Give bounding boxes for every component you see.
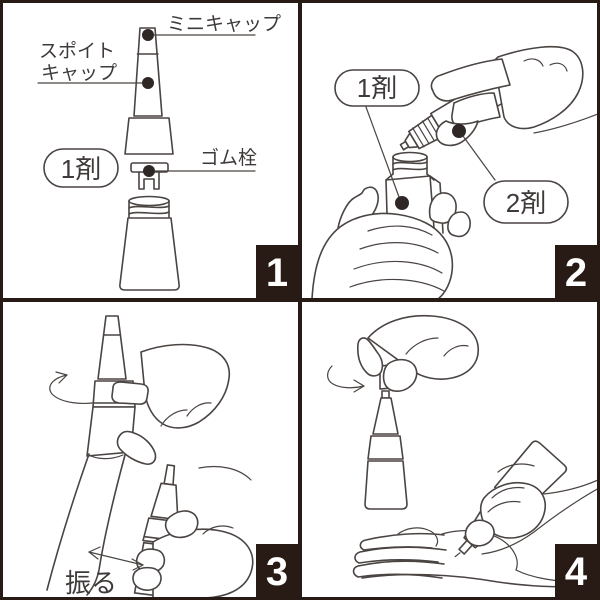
step-2-illustration: 1剤 2剤 2 xyxy=(311,45,597,298)
step-number: 2 xyxy=(565,251,587,295)
left-arm-illustration xyxy=(46,453,126,596)
step-3-illustration: 振る 3 xyxy=(46,315,298,597)
dropper-cap-label-line2: キャップ xyxy=(41,62,117,84)
callout-dot xyxy=(395,196,409,210)
callout-mini-cap: ミニキャップ xyxy=(142,13,281,41)
agent1-label: 1剤 xyxy=(357,73,397,103)
panel-step-3: 振る 3 xyxy=(3,302,298,597)
step-number: 4 xyxy=(565,550,588,594)
agent2-label: 2剤 xyxy=(506,188,546,218)
twist-off-arrow-icon xyxy=(327,365,365,393)
step-4-illustration: 4 xyxy=(327,314,597,597)
step-number-badge: 3 xyxy=(256,544,298,597)
callout-dot xyxy=(452,124,466,138)
callout-dot xyxy=(143,165,155,177)
callout-dot xyxy=(142,77,154,89)
panel-step-2: 1剤 2剤 2 xyxy=(302,3,597,298)
shaking-hand-illustration xyxy=(132,465,254,597)
panel-step-1: ミニキャップ スポイト キャップ ゴム栓 1剤 1 xyxy=(3,3,298,298)
callout-rubber-stopper: ゴム栓 xyxy=(143,147,257,177)
callout-dot xyxy=(142,29,154,41)
uncapped-bottle-diagram xyxy=(364,390,408,510)
step-number: 3 xyxy=(266,550,288,594)
step-1-illustration: ミニキャップ スポイト キャップ ゴム栓 1剤 1 xyxy=(37,13,298,298)
callout-dropper-cap: スポイト キャップ xyxy=(37,40,154,89)
callout-agent2: 2剤 xyxy=(452,124,569,224)
panel-step-4: 4 xyxy=(302,302,597,597)
agent1-bubble: 1剤 xyxy=(43,148,119,188)
step-number-badge: 2 xyxy=(555,245,597,298)
mini-cap-label: ミニキャップ xyxy=(167,13,281,35)
squeezing-hand-illustration xyxy=(430,45,597,147)
bottle-exploded-diagram xyxy=(119,27,180,291)
dropper-cap-label-line1: スポイト xyxy=(39,40,115,62)
holding-hand-illustration xyxy=(311,186,471,298)
agent1-label: 1剤 xyxy=(61,154,101,184)
step-number: 1 xyxy=(266,251,288,295)
step-number-badge: 4 xyxy=(555,544,597,597)
shake-label: 振る xyxy=(65,568,117,597)
shake-arrow-icon xyxy=(88,546,144,571)
pinching-hand-illustration xyxy=(357,314,479,392)
twisting-hand-illustration xyxy=(111,343,231,465)
rotation-arrow-icon xyxy=(49,371,105,404)
rubber-stopper-label: ゴム栓 xyxy=(200,147,257,169)
step-number-badge: 1 xyxy=(256,245,298,298)
callout-agent1: 1剤 xyxy=(334,69,420,210)
dispensing-hand-illustration xyxy=(464,463,597,547)
